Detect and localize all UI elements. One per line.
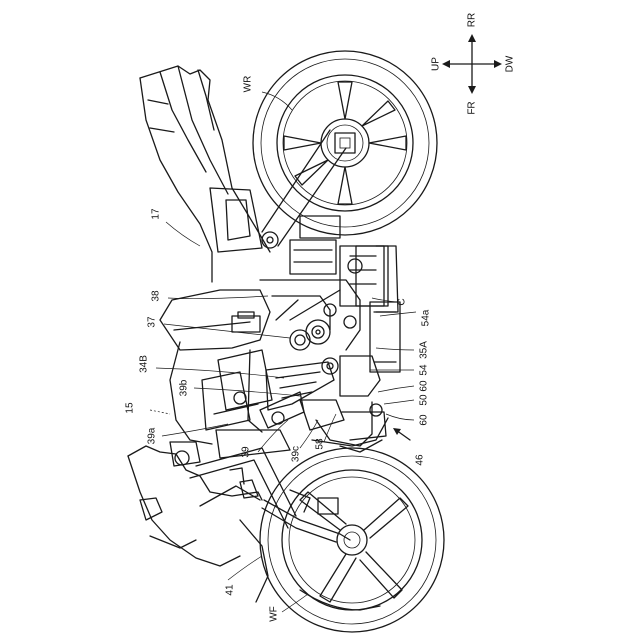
label-38: 38 bbox=[151, 290, 162, 301]
label-seat-frame: 17 bbox=[151, 208, 162, 219]
swingarm-area bbox=[210, 130, 398, 312]
label-60-lower: 60 bbox=[419, 414, 430, 425]
label-54: 54 bbox=[419, 364, 430, 375]
label-37: 37 bbox=[147, 316, 158, 327]
direction-indicator-arrows bbox=[442, 34, 502, 94]
label-41: 41 bbox=[225, 584, 236, 595]
label-58: 58 bbox=[315, 438, 326, 449]
label-front-wheel: WF bbox=[269, 606, 280, 622]
rear-wheel bbox=[253, 51, 437, 235]
label-50: 50 bbox=[419, 394, 430, 405]
label-34B: 34B bbox=[139, 355, 150, 373]
front-cowl-fork bbox=[128, 430, 350, 602]
direction-front-label: FR bbox=[467, 101, 478, 114]
direction-rear-label: RR bbox=[467, 13, 478, 27]
label-cowl: 15 bbox=[125, 402, 136, 413]
label-39: 39 bbox=[241, 446, 252, 457]
label-46: 46 bbox=[415, 454, 426, 465]
label-35A: 35A bbox=[419, 341, 430, 359]
main-frame-engine bbox=[160, 280, 400, 446]
direction-up-label: UP bbox=[431, 57, 442, 71]
direction-down-label: DW bbox=[505, 56, 516, 73]
label-39a: 39a bbox=[147, 428, 158, 445]
label-54a: 54a bbox=[421, 310, 432, 327]
lower-fairing bbox=[170, 342, 382, 452]
label-39b: 39b bbox=[179, 380, 190, 397]
label-rear-wheel: WR bbox=[243, 76, 254, 93]
label-60-upper: 60 bbox=[419, 380, 430, 391]
label-39c: 39c bbox=[291, 446, 302, 462]
front-wheel bbox=[260, 448, 444, 632]
label-C: C bbox=[397, 298, 408, 305]
